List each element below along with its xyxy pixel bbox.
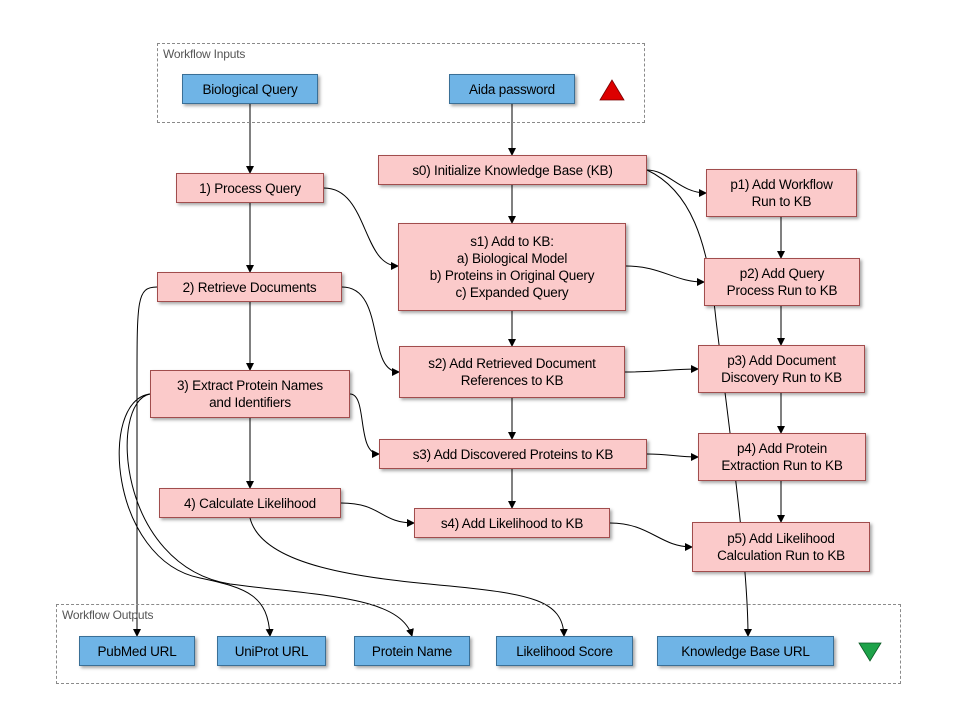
output-protein-name: Protein Name [354,636,470,666]
label-line: p4) Add Protein [736,441,828,456]
step-add-likelihood: s4) Add Likelihood to KB [414,508,610,538]
edge-n1-to-s1 [323,187,399,270]
output-knowledge-base-url: Knowledge Base URL [657,636,834,666]
step-add-workflow-run-label: p1) Add Workflow Run to KB [730,176,833,210]
step-add-document-discovery-run-label: p3) Add Document Discovery Run to KB [721,352,842,386]
step-add-protein-extraction-run: p4) Add Protein Extraction Run to KB [698,433,866,481]
label-line: Discovery Run to KB [721,370,842,385]
step-add-to-kb: s1) Add to KB: a) Biological Model b) Pr… [398,223,626,311]
workflow-outputs-region [56,604,901,684]
edge-n2-to-out-pubmed [133,286,158,637]
output-pubmed-url: PubMed URL [79,636,195,666]
output-marker-icon [858,642,882,662]
edge-s0-to-p1 [646,169,707,197]
workflow-outputs-label: Workflow Outputs [62,608,154,622]
edge-s4-to-p5 [609,522,693,551]
step-add-document-discovery-run: p3) Add Document Discovery Run to KB [698,345,865,393]
edge-n4-to-out-likelihood [249,517,568,637]
step-add-likelihood-calculation-run: p5) Add Likelihood Calculation Run to KB [692,522,870,572]
output-uniprot-url: UniProt URL [217,636,326,666]
output-likelihood-score: Likelihood Score [496,636,633,666]
label-line: s1) Add to KB: [470,234,554,249]
edge-s1-to-p2 [625,265,705,286]
workflow-inputs-region [157,43,645,123]
step-add-protein-extraction-run-label: p4) Add Protein Extraction Run to KB [721,440,843,474]
edge-s2-to-p3 [624,365,699,374]
step-extract-protein-names: 3) Extract Protein Names and Identifiers [150,370,350,418]
edge-n4-to-s4 [340,502,415,527]
edge-n3-to-s3 [349,393,380,458]
workflow-inputs-label: Workflow Inputs [163,47,246,61]
step-add-discovered-proteins: s3) Add Discovered Proteins to KB [379,439,647,469]
label-line: p3) Add Document [727,353,836,368]
step-retrieve-documents: 2) Retrieve Documents [157,272,342,302]
label-line: a) Biological Model [456,251,568,266]
step-extract-protein-names-label: 3) Extract Protein Names and Identifiers [177,377,323,411]
label-line: References to KB [460,373,564,388]
step-add-document-references-label: s2) Add Retrieved Document References to… [428,355,596,389]
step-add-to-kb-label: s1) Add to KB: a) Biological Model b) Pr… [430,233,595,301]
edge-n2-to-s2 [341,286,400,376]
step-initialize-kb: s0) Initialize Knowledge Base (KB) [378,155,647,185]
label-line: Extraction Run to KB [721,458,843,473]
label-line: p1) Add Workflow [730,177,833,192]
label-line: Process Run to KB [726,283,838,298]
label-line: and Identifiers [209,395,291,410]
input-aida-password: Aida password [449,74,575,104]
label-line: 3) Extract Protein Names [176,378,323,393]
input-marker-icon [599,79,625,101]
edge-s3-to-p4 [646,452,699,461]
step-add-query-process-run: p2) Add Query Process Run to KB [704,258,860,306]
label-line: b) Proteins in Original Query [429,268,595,283]
label-line: p5) Add Likelihood [727,531,835,546]
label-line: Calculation Run to KB [717,548,845,563]
step-add-likelihood-calculation-run-label: p5) Add Likelihood Calculation Run to KB [717,530,845,564]
label-line: c) Expanded Query [455,285,569,300]
step-add-workflow-run: p1) Add Workflow Run to KB [706,169,857,217]
edge-n3-to-out-uniprot [118,393,274,637]
step-calculate-likelihood: 4) Calculate Likelihood [159,488,341,518]
label-line: s2) Add Retrieved Document [428,356,596,371]
step-add-query-process-run-label: p2) Add Query Process Run to KB [727,265,838,299]
label-line: p2) Add Query [739,266,825,281]
edge-n3-to-out-protein [126,393,414,637]
step-process-query: 1) Process Query [176,173,324,203]
step-add-document-references: s2) Add Retrieved Document References to… [399,346,625,398]
label-line: Run to KB [751,194,812,209]
input-biological-query: Biological Query [182,74,318,104]
